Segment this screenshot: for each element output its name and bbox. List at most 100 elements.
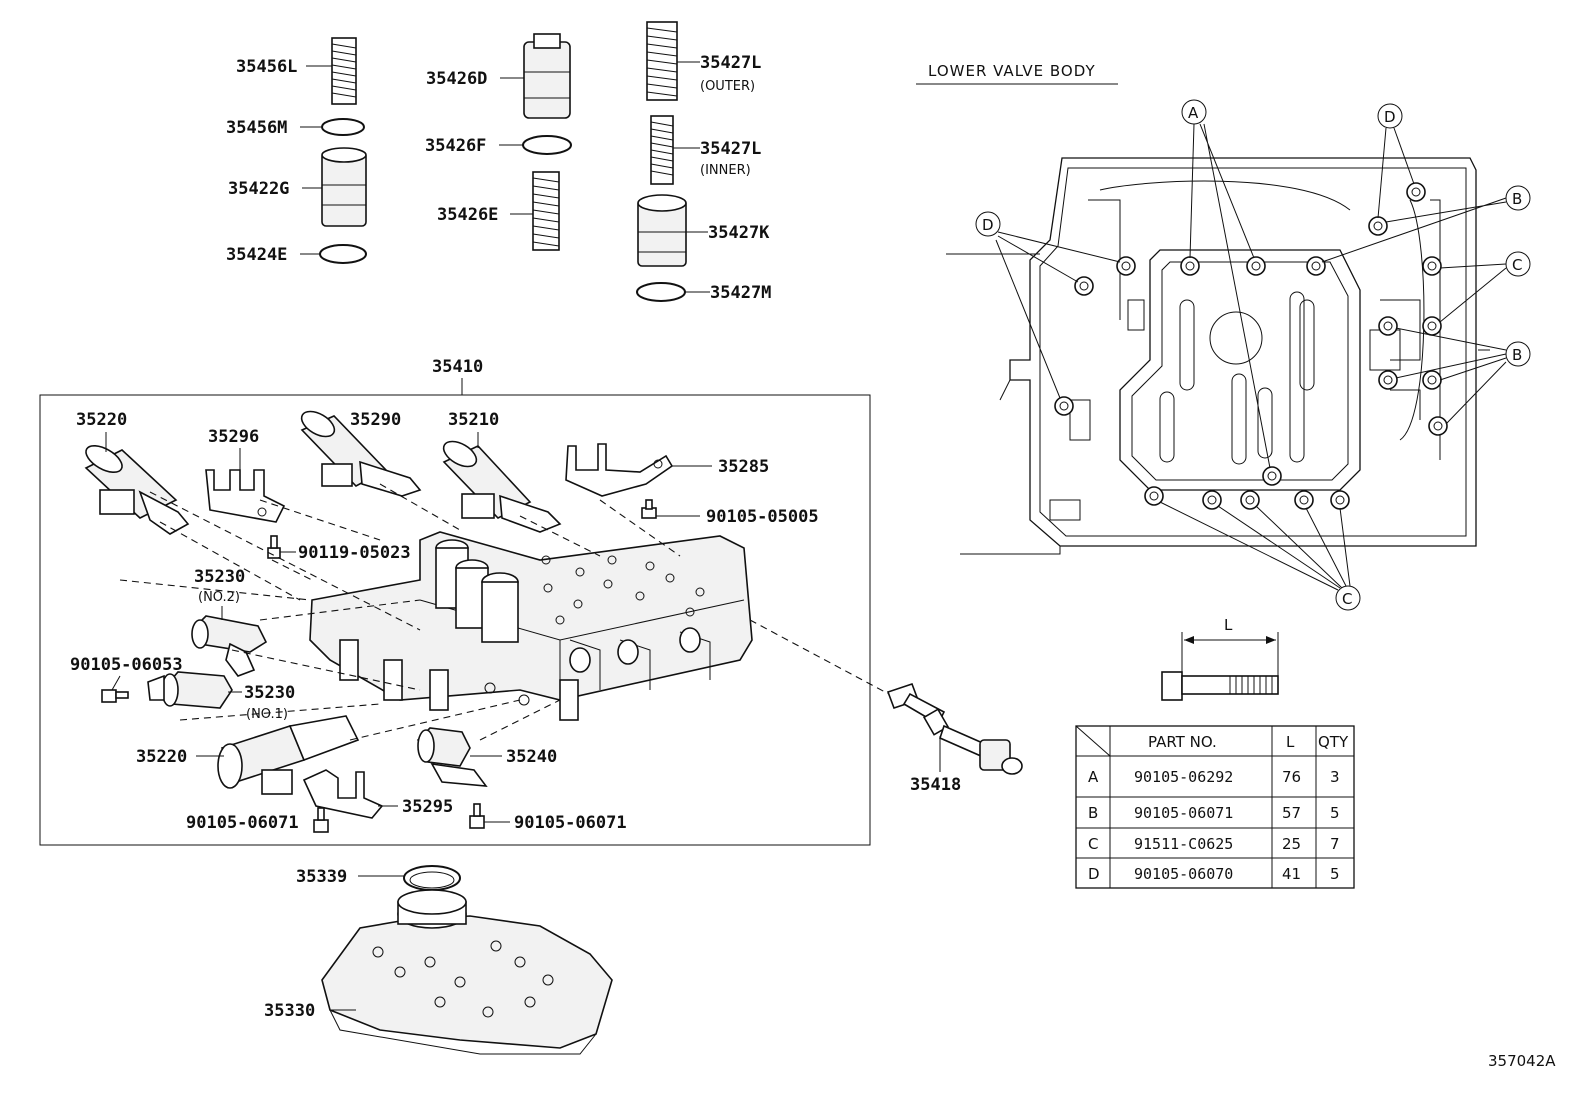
spring-35427L-outer	[646, 21, 678, 101]
label-35296: 35296	[208, 427, 259, 447]
label-35427L-outer: 35427L	[700, 53, 761, 73]
lower-valve-body-drawing	[960, 157, 1490, 555]
label-35424E: 35424E	[226, 245, 287, 265]
label-35295: 35295	[402, 797, 453, 817]
table-row-qty: 7	[1330, 835, 1340, 853]
label-35456M: 35456M	[226, 118, 287, 138]
ring-35339	[403, 865, 461, 891]
label-35220-upper: 35220	[76, 410, 127, 430]
table-row-qty: 5	[1330, 804, 1340, 822]
label-35330: 35330	[264, 1001, 315, 1021]
sleeve-35422G	[321, 147, 367, 227]
table-header-partno: PART NO.	[1148, 733, 1217, 751]
table-row-L: 57	[1282, 804, 1301, 822]
solenoid-35210	[442, 440, 562, 533]
table-row-L: 76	[1282, 768, 1301, 786]
label-90119-05023: 90119-05023	[298, 543, 411, 563]
lower-valve-body-title: LOWER VALVE BODY	[928, 62, 1096, 80]
label-35426D: 35426D	[426, 69, 487, 89]
label-35339: 35339	[296, 867, 347, 887]
solenoid-35220-lower	[217, 715, 360, 795]
label-90105-05005: 90105-05005	[706, 507, 819, 527]
ring-35456M	[321, 118, 365, 136]
note-35427L-inner: (INNER)	[700, 163, 751, 178]
label-90105-06053: 90105-06053	[70, 655, 183, 675]
label-35240: 35240	[506, 747, 557, 767]
strainer-35330	[321, 889, 613, 1055]
table-row-partno: 90105-06292	[1134, 768, 1233, 786]
bracket-35296	[205, 469, 286, 523]
svg-text:D: D	[982, 216, 994, 234]
label-35210: 35210	[448, 410, 499, 430]
svg-text:D: D	[1384, 108, 1396, 126]
label-35427K: 35427K	[708, 223, 770, 243]
solenoid-35220-upper	[84, 444, 190, 535]
table-row-qty: 5	[1330, 865, 1340, 883]
lvb-bolt-holes	[1054, 182, 1448, 510]
table-row-qty: 3	[1330, 768, 1340, 786]
label-35426F: 35426F	[425, 136, 486, 156]
label-35220-lower: 35220	[136, 747, 187, 767]
pipe-35418	[886, 682, 1023, 775]
callout-C-bottom: C	[1159, 501, 1361, 611]
table-header-qty: QTY	[1318, 733, 1349, 751]
bracket-35295	[302, 769, 384, 819]
label-35427L-inner: 35427L	[700, 139, 761, 159]
label-35426E: 35426E	[437, 205, 498, 225]
bolt-dimension-label: L	[1224, 616, 1233, 634]
assembly-frame	[39, 394, 871, 846]
label-35418: 35418	[910, 775, 961, 795]
label-35230-no2: 35230	[194, 567, 245, 587]
label-35456L: 35456L	[236, 57, 297, 77]
callout-B-top: B	[1321, 185, 1531, 263]
table-row-L: 25	[1282, 835, 1301, 853]
svg-text:C: C	[1512, 256, 1522, 274]
table-row-key: B	[1088, 804, 1098, 822]
sensor-35240	[417, 727, 488, 787]
label-90105-06071-right: 90105-06071	[514, 813, 627, 833]
bolt-90105-05005	[641, 499, 657, 519]
solenoid-35230-no2	[191, 615, 268, 677]
label-90105-06071-left: 90105-06071	[186, 813, 299, 833]
spring-35456L	[331, 37, 357, 105]
ring-35424E	[319, 244, 367, 264]
solenoid-35230-no1	[147, 671, 233, 709]
table-row-partno: 91511-C0625	[1134, 835, 1233, 853]
svg-text:B: B	[1512, 190, 1522, 208]
bracket-35285	[565, 443, 674, 497]
bolt-length-diagram: L	[1161, 616, 1279, 701]
solenoid-35290	[300, 410, 422, 497]
svg-text:A: A	[1188, 104, 1199, 122]
callout-D-top: D	[1377, 103, 1415, 219]
bolt-90105-06071-left	[313, 807, 329, 833]
table-row-key: C	[1088, 835, 1098, 853]
note-35230-no1: (NO.1)	[246, 707, 288, 722]
spring-35426E	[532, 171, 560, 251]
callout-A: A	[1181, 99, 1271, 469]
callout-B-right: B	[1395, 327, 1531, 425]
table-row-L: 41	[1282, 865, 1301, 883]
callout-C-right: C	[1439, 251, 1531, 323]
sleeve-35427K	[637, 194, 687, 267]
svg-text:B: B	[1512, 346, 1522, 364]
table-header-L: L	[1286, 733, 1295, 751]
note-35230-no2: (NO.2)	[198, 590, 240, 605]
piston-35426D	[523, 33, 571, 119]
svg-text:C: C	[1342, 590, 1352, 608]
table-row-key: D	[1088, 865, 1100, 883]
table-row-partno: 90105-06070	[1134, 865, 1233, 883]
bolt-table: PART NO. L QTY A 90105-06292 76 3 B 9010…	[1075, 725, 1355, 889]
label-35290: 35290	[350, 410, 401, 430]
diagram-code: 357042A	[1488, 1052, 1556, 1070]
label-35230-no1: 35230	[244, 683, 295, 703]
bolt-90105-06071-right	[469, 803, 485, 829]
label-35427M: 35427M	[710, 283, 771, 303]
label-35285: 35285	[718, 457, 769, 477]
table-row-key: A	[1088, 768, 1099, 786]
label-35422G: 35422G	[228, 179, 289, 199]
bolt-90105-06053	[101, 689, 129, 703]
bolt-90119-05023	[267, 535, 281, 559]
ring-35427M	[636, 282, 686, 302]
spring-35427L-inner	[650, 115, 674, 185]
